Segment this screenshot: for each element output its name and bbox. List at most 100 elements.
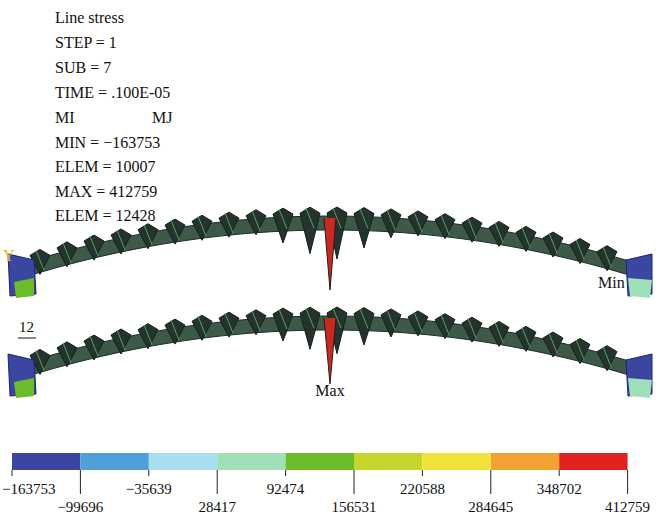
truss-segment [246,210,266,235]
truss-segment [84,235,104,260]
left-support [14,278,34,298]
color-bar [12,453,628,494]
scale-value: 220588 [400,482,445,497]
stress-line [171,320,179,340]
stress-line [63,343,71,363]
truss-segment [570,238,590,263]
stress-line [225,213,233,233]
truss-segment [273,308,293,341]
truss-segment [57,342,77,367]
truss-segment [597,346,617,371]
scale-value: 412759 [605,500,650,515]
truss-segment [192,315,212,340]
truss-segment [354,208,374,248]
truss-segment [273,208,293,243]
stress-line [522,327,530,347]
truss-segment [300,207,320,253]
stress-line [36,250,44,270]
max-spike [324,318,336,384]
truss-segment [138,224,158,249]
stress-line [549,333,557,353]
end-label: MJ [152,110,172,126]
axis-number: 12 [19,320,34,335]
axis-label: Y [3,248,15,264]
stress-line [225,313,233,333]
scale-value: 28417 [198,500,236,515]
stress-line [90,236,98,256]
stress-line [171,220,179,240]
stress-line [252,211,260,231]
stress-line [117,330,125,350]
scale-value: 156531 [332,500,377,515]
truss-segment [354,308,374,345]
truss-segment [543,232,563,257]
truss-segment [489,321,509,346]
max-spike [324,218,336,290]
stress-line [252,311,260,331]
stress-line [522,227,530,247]
truss-segment [246,310,266,335]
stress-line [495,322,503,342]
stress-line [468,218,476,238]
stress-line [576,239,584,259]
truss-segment [111,329,131,354]
stress-line [144,225,152,245]
truss-segment [489,221,509,246]
truss-segment [219,312,239,337]
scale-value: 284645 [468,500,513,515]
stress-line [198,216,206,236]
truss-segment [570,338,590,363]
truss-segment [516,226,536,251]
truss-segment [300,307,320,349]
truss-segment [408,211,428,236]
stress-line [360,209,368,229]
right-support [628,378,652,398]
elem-id: ELEM = 12428 [55,208,156,224]
end-label: MI [55,110,75,126]
truss-segment [192,215,212,240]
time-info: TIME = .100E-05 [55,85,170,101]
stress-line [306,208,314,228]
stress-line [63,243,71,263]
min-value: MIN = −163753 [55,135,160,151]
truss-segment [111,229,131,254]
sub-info: SUB = 7 [55,60,111,76]
truss-segment [462,317,482,342]
truss-segment [516,326,536,351]
truss-segment [462,217,482,242]
step-info: STEP = 1 [55,35,117,51]
truss-segment [57,242,77,267]
stress-line [414,212,422,232]
stress-line [468,318,476,338]
truss-segment [435,214,455,239]
stress-line [360,309,368,329]
scale-value: −99696 [57,500,103,515]
scale-value: −35639 [126,482,172,497]
stress-line [36,350,44,370]
stress-line [198,316,206,336]
truss-segment [597,246,617,271]
stress-line [144,325,152,345]
stress-line [279,309,287,329]
stress-line [387,210,395,230]
scale-value: 348702 [537,482,582,497]
stress-line [576,339,584,359]
truss-segment [435,314,455,339]
truss-segment [543,332,563,357]
max-marker: Max [315,383,344,399]
axis-tick [18,338,36,339]
truss-segment [165,219,185,244]
truss-segment [381,209,401,238]
truss-segment [408,311,428,336]
stress-line [441,215,449,235]
max-value: MAX = 412759 [55,184,157,200]
stress-line [495,222,503,242]
stress-line [603,247,611,267]
stress-line [387,310,395,330]
stress-line [117,230,125,250]
plot-title: Line stress [55,10,124,26]
left-support [14,378,34,398]
min-marker: Min [598,275,625,291]
stress-line [441,315,449,335]
